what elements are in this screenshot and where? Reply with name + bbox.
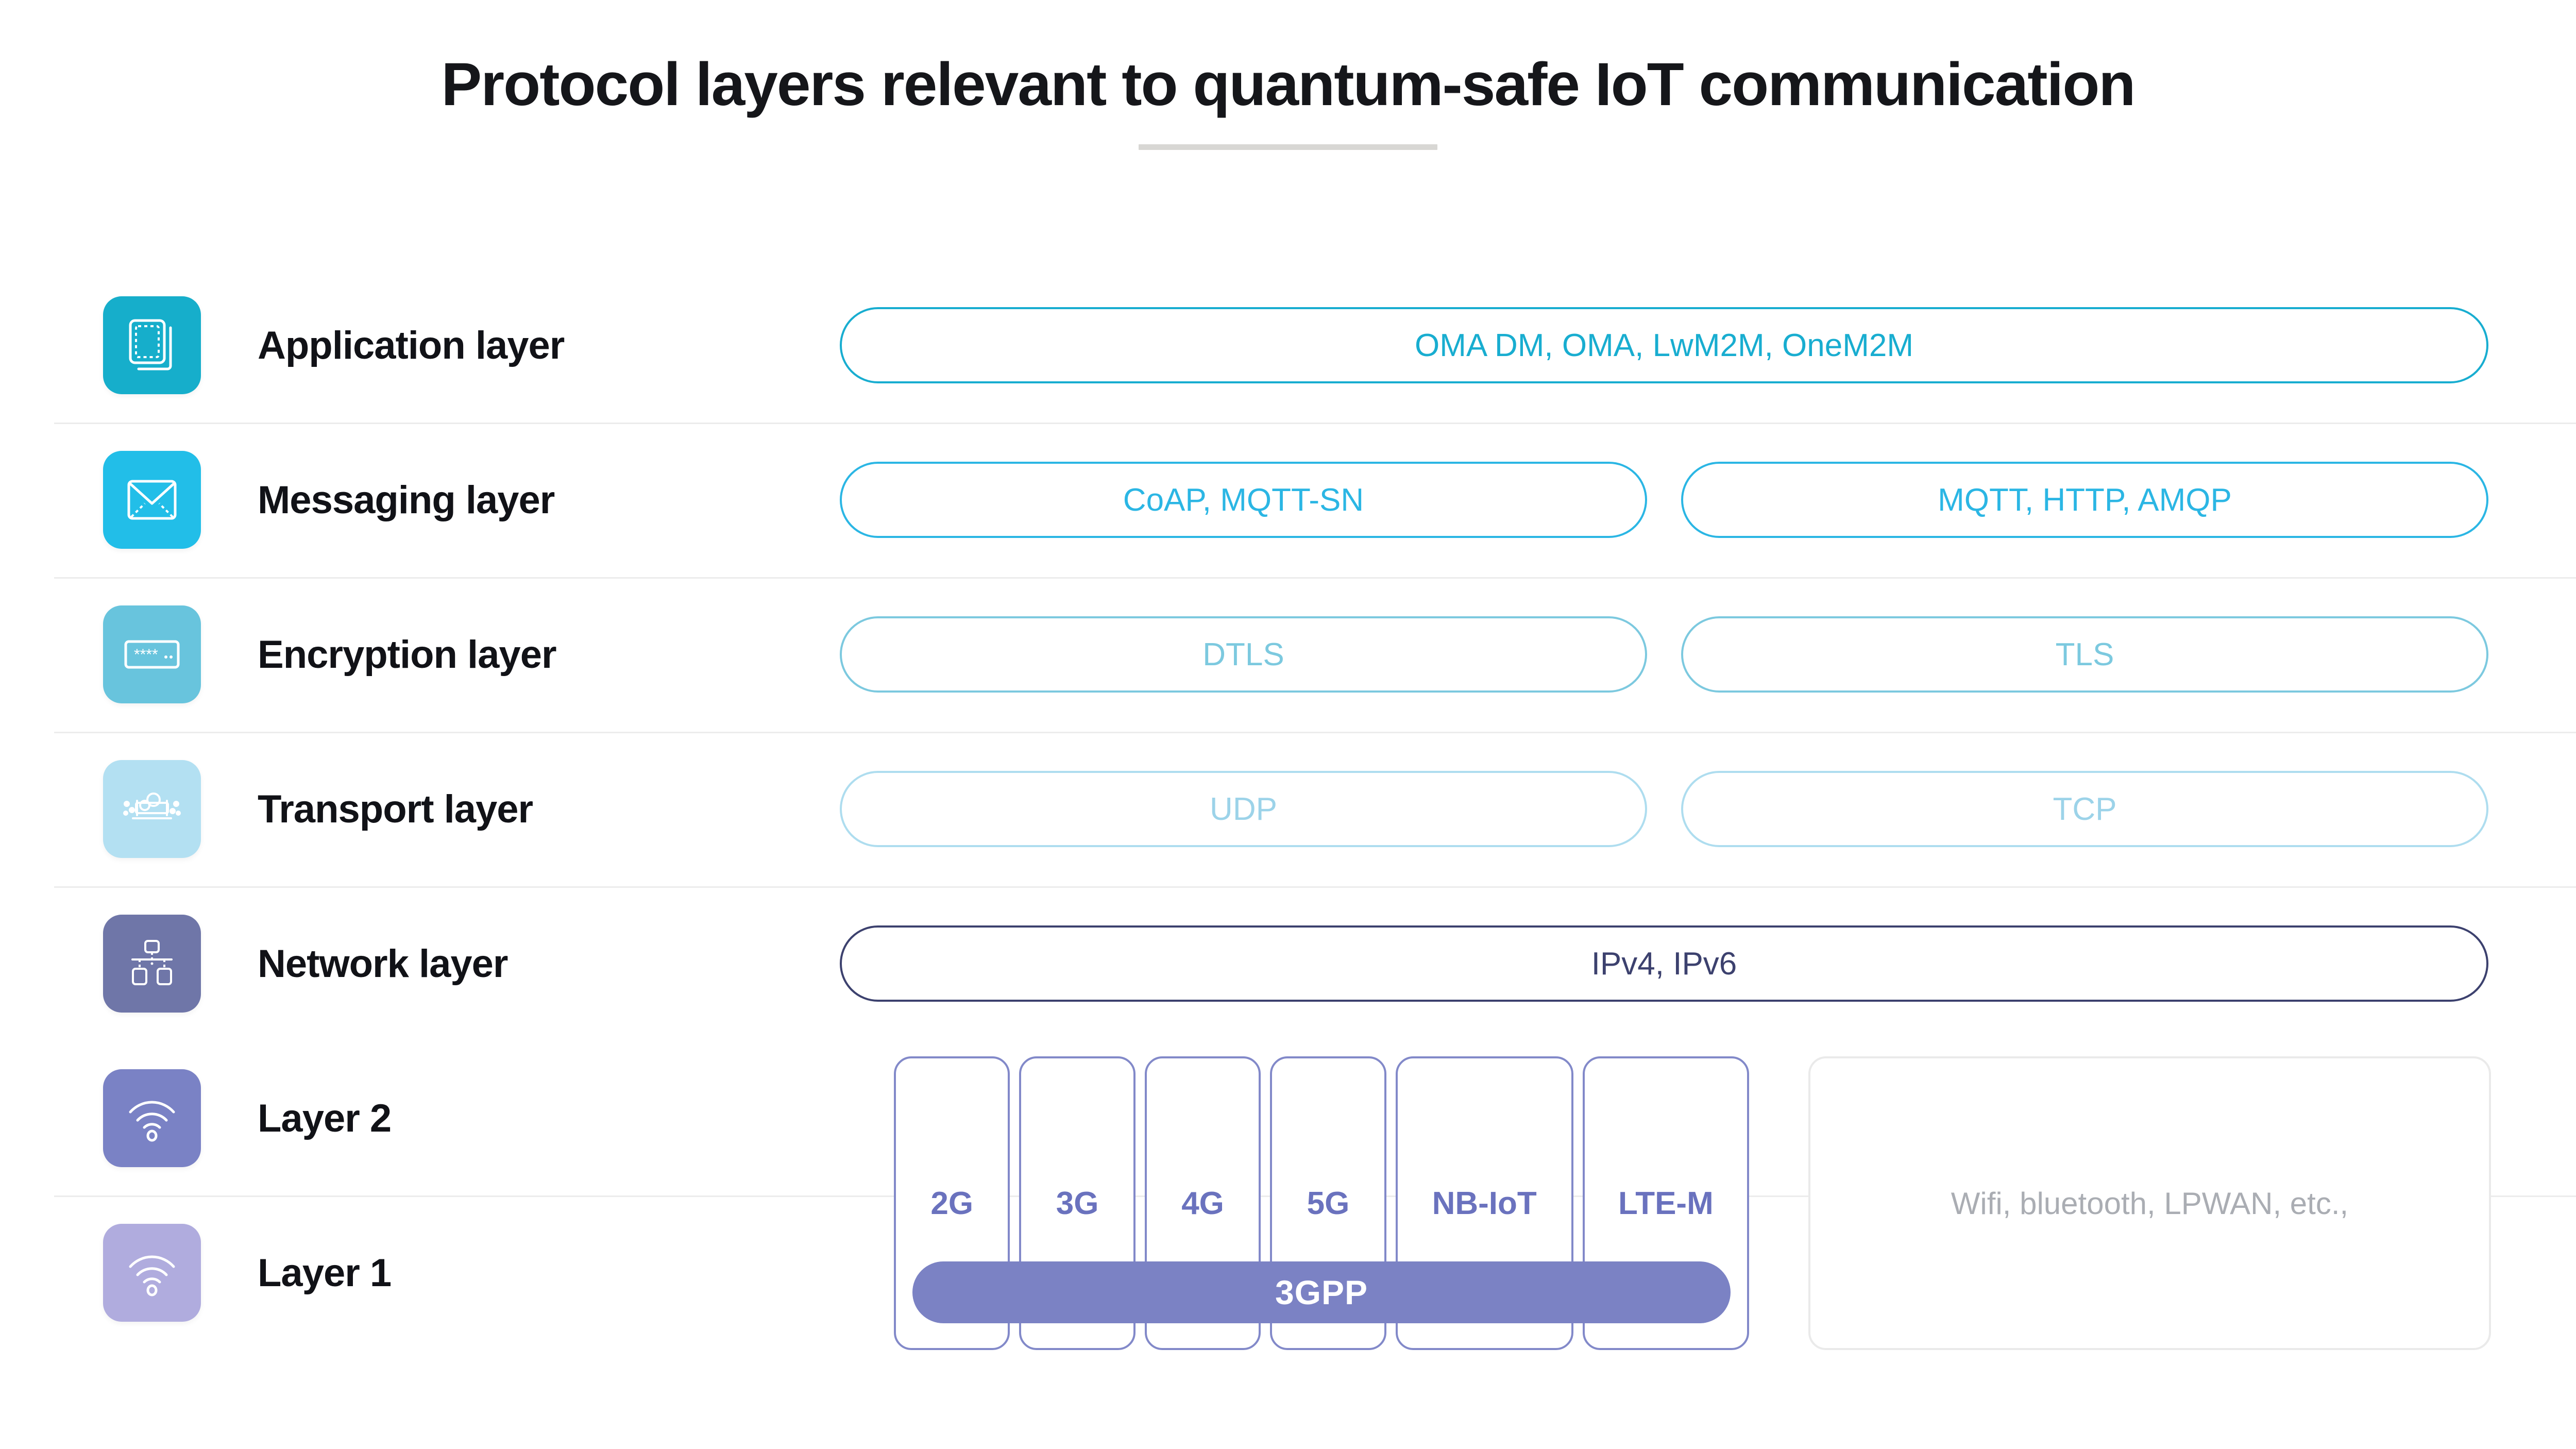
protocol-pill[interactable]: IPv4, IPv6 <box>840 925 2488 1002</box>
layers-document-icon <box>103 296 201 394</box>
protocol-pill[interactable]: UDP <box>840 771 1647 847</box>
layer-label-layer2: Layer 2 <box>258 1096 392 1140</box>
title-underline-rule <box>1139 144 1437 150</box>
layer-row-layer2: Layer 2 <box>0 1041 2576 1195</box>
layer-row-encryption: **** Encryption layer DTLS TLS <box>0 577 2576 732</box>
envelope-icon <box>103 451 201 549</box>
layer-row-messaging: Messaging layer CoAP, MQTT-SN MQTT, HTTP… <box>0 423 2576 577</box>
radio-technologies-area: 2G 3G 4G 5G NB-IoT LTE-M 3GPP Wifi, blue… <box>894 1056 2491 1350</box>
3gpp-umbrella-bar[interactable]: 3GPP <box>912 1261 1731 1323</box>
layer-row-transport: Transport layer UDP TCP <box>0 732 2576 886</box>
svg-text:****: **** <box>134 646 158 663</box>
protocol-pill[interactable]: MQTT, HTTP, AMQP <box>1681 462 2488 538</box>
layer-row-application: Application layer OMA DM, OMA, LwM2M, On… <box>0 268 2576 423</box>
protocol-group-messaging: CoAP, MQTT-SN MQTT, HTTP, AMQP <box>840 462 2576 538</box>
physical-layers-block: Layer 2 Layer 1 2G 3G 4G <box>0 1041 2576 1350</box>
other-radio-technologies-box[interactable]: Wifi, bluetooth, LPWAN, etc., <box>1808 1056 2491 1350</box>
password-field-icon: **** <box>103 605 201 703</box>
protocol-group-transport: UDP TCP <box>840 771 2576 847</box>
protocol-pill[interactable]: OMA DM, OMA, LwM2M, OneM2M <box>840 307 2488 383</box>
layer-label-encryption: Encryption layer <box>258 632 557 677</box>
protocol-group-application: OMA DM, OMA, LwM2M, OneM2M <box>840 307 2576 383</box>
header: Protocol layers relevant to quantum-safe… <box>0 50 2576 150</box>
page-title: Protocol layers relevant to quantum-safe… <box>441 50 2136 119</box>
pipeline-gears-icon <box>103 760 201 858</box>
cellular-generation-group: 2G 3G 4G 5G NB-IoT LTE-M 3GPP <box>894 1056 1749 1350</box>
network-topology-icon <box>103 915 201 1013</box>
layer-row-network: Network layer IPv4, IPv6 <box>0 886 2576 1041</box>
wifi-signal-icon <box>103 1069 201 1167</box>
protocol-group-network: IPv4, IPv6 <box>840 925 2576 1002</box>
layer-label-layer1: Layer 1 <box>258 1251 392 1295</box>
protocol-pill[interactable]: TLS <box>1681 616 2488 693</box>
layer-label-transport: Transport layer <box>258 787 533 831</box>
protocol-group-encryption: DTLS TLS <box>840 616 2576 693</box>
protocol-pill[interactable]: CoAP, MQTT-SN <box>840 462 1647 538</box>
wifi-signal-icon <box>103 1224 201 1322</box>
layer-label-application: Application layer <box>258 323 565 367</box>
layer-label-network: Network layer <box>258 941 508 986</box>
protocol-pill[interactable]: DTLS <box>840 616 1647 693</box>
layer-row-layer1: Layer 1 <box>0 1195 2576 1350</box>
protocol-stack: Application layer OMA DM, OMA, LwM2M, On… <box>0 268 2576 1350</box>
layer-label-messaging: Messaging layer <box>258 478 555 522</box>
layer2-layer1-divider <box>54 1195 894 1197</box>
protocol-pill[interactable]: TCP <box>1681 771 2488 847</box>
